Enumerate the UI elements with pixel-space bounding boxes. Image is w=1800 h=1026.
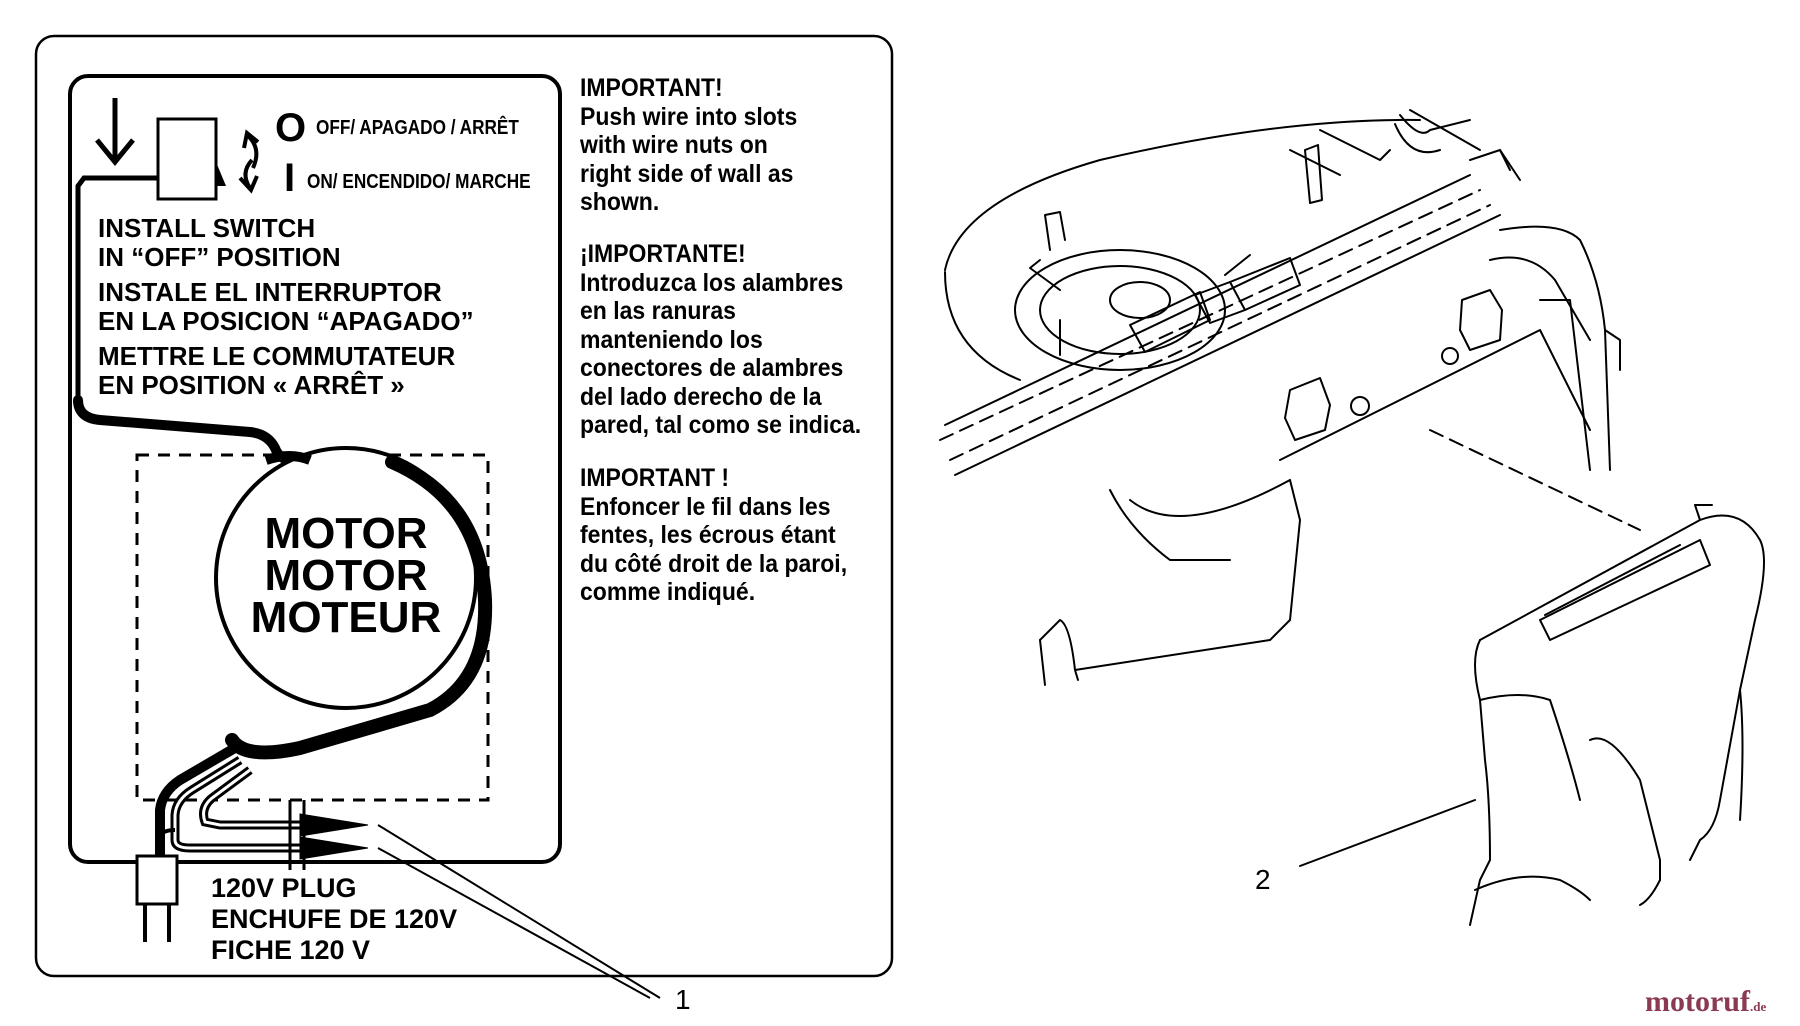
important-es-line: conectores de alambres [580,354,844,382]
important-fr-line: fentes, les écrous étant [580,521,836,549]
off-label: OFF/ APAGADO / ARRÊT [316,117,519,139]
important-es-line: en las ranuras [580,297,736,325]
motor-label-en: MOTOR [264,509,428,558]
off-symbol: O [275,106,307,150]
motor-label-es: MOTOR [264,551,428,600]
install-en-line1: INSTALL SWITCH [98,213,316,243]
important-en-line: with wire nuts on [580,131,768,159]
important-es-line: manteniendo los [580,325,763,354]
callout-2: 2 [1255,864,1271,895]
important-fr-line: comme indiqué. [580,578,756,606]
callout-1: 1 [675,984,691,1015]
motor-label: MOTOR MOTOR MOTEUR [231,509,461,642]
watermark-logo: motoruf.de [1645,985,1766,1019]
watermark-tld: .de [1749,999,1767,1014]
plug-label-en: 120V PLUG [211,873,357,903]
install-instruction-fr: METTRE LE COMMUTATEUR EN POSITION « ARRÊ… [98,342,455,400]
plug-label-fr: FICHE 120 V [211,935,371,965]
on-symbol: I [284,156,296,200]
watermark-brand: motoruf [1645,985,1750,1018]
important-fr-line: du côté droit de la paroi, [580,549,848,578]
important-en-line: right side of wall as [580,159,794,188]
plug-body [135,854,179,906]
motor-label-fr: MOTEUR [250,593,442,642]
install-instruction-en: INSTALL SWITCH IN “OFF” POSITION [98,214,341,272]
plug-label: 120V PLUG ENCHUFE DE 120V FICHE 120 V [211,873,457,966]
important-en-line: shown. [580,188,660,216]
important-fr-line: Enfoncer le fil dans les [580,492,831,521]
install-es-line1: INSTALE EL INTERRUPTOR [98,277,442,307]
important-es-line: del lado derecho de la [580,382,822,411]
important-en-line: Push wire into slots [580,102,798,131]
install-fr-line2: EN POSITION « ARRÊT » [98,370,405,400]
important-en-heading: IMPORTANT! [580,74,723,102]
plug-label-es: ENCHUFE DE 120V [211,904,458,934]
on-label: ON/ ENCENDIDO/ MARCHE [307,171,531,193]
important-note-en: IMPORTANT! Push wire into slots with wir… [580,74,797,217]
callout-1-leader-b [377,847,651,999]
important-es-line: Introduzca los alambres [580,268,844,297]
install-fr-line1: METTRE LE COMMUTATEUR [98,341,456,371]
discharge-chute [1479,514,1765,861]
callout-2-leader [1299,799,1476,867]
switch-box [156,117,218,201]
wire-nut-arrows [288,800,369,870]
toggle-rotation-icon [238,129,260,194]
important-es-line: pared, tal como se indica. [580,411,862,439]
motor-power-cable [225,455,493,760]
install-es-line2: EN LA POSICION “APAGADO” [98,306,474,336]
important-fr-heading: IMPORTANT ! [580,464,730,492]
install-instruction-es: INSTALE EL INTERRUPTOR EN LA POSICION “A… [98,278,474,336]
decal-inner-panel [68,74,562,864]
important-es-heading: ¡IMPORTANTE! [580,240,746,268]
motor-lead-wire [73,395,305,467]
switch-lead-wire [75,175,158,400]
mower-deck-drawing [939,109,1765,926]
callout-1-leader-a [377,824,661,999]
down-arrow-icon [95,98,135,166]
install-en-line2: IN “OFF” POSITION [98,242,341,272]
important-note-es: ¡IMPORTANTE! Introduzca los alambres en … [580,240,861,440]
important-note-fr: IMPORTANT ! Enfoncer le fil dans les fen… [580,464,847,607]
decal-outer-frame [34,34,894,978]
